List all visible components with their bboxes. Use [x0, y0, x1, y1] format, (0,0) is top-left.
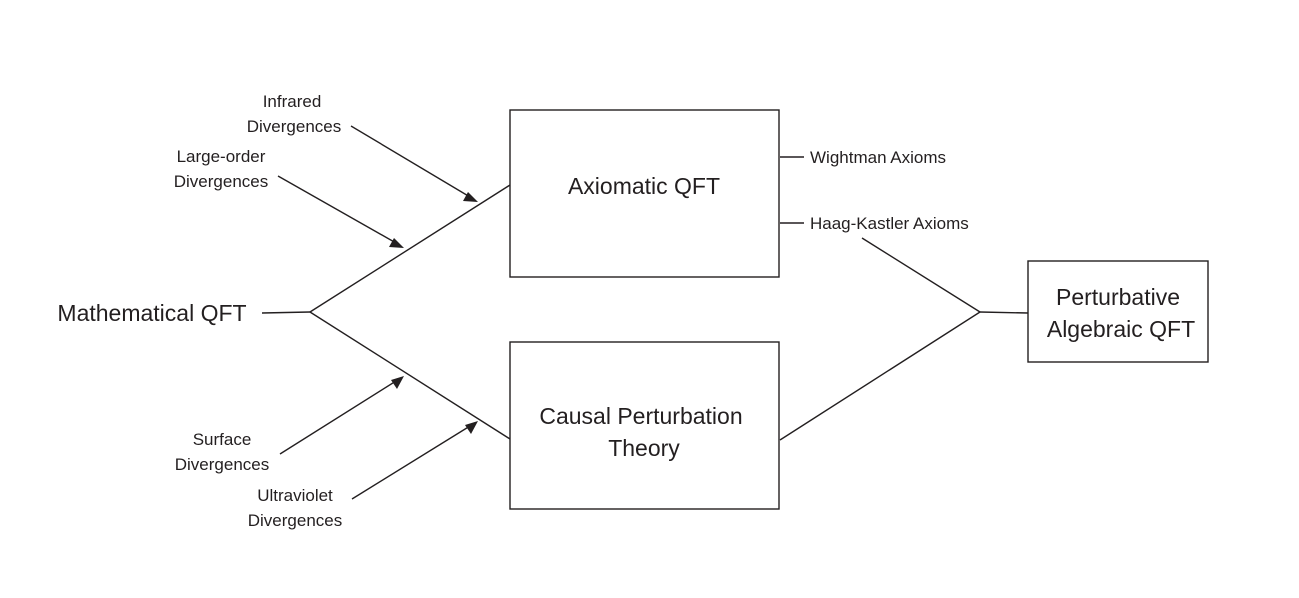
ultraviolet-arrowhead: [465, 421, 478, 434]
branch-to-axiomatic-line: [309, 184, 511, 313]
causal-perturbation-label-line1: Causal Perturbation: [539, 403, 742, 429]
root-label: Mathematical QFT: [57, 300, 246, 326]
causal-to-merge-line: [779, 311, 981, 441]
causal-perturbation-label-line2: Theory: [608, 435, 680, 461]
ultraviolet-label-line2: Divergences: [248, 511, 343, 530]
paqft-label-line2: Algebraic QFT: [1047, 316, 1195, 342]
large-order-label-line1: Large-order: [177, 147, 266, 166]
infrared-arrowhead: [463, 192, 478, 202]
haag-kastler-to-merge-line: [861, 237, 981, 313]
paqft-label-line1: Perturbative: [1056, 284, 1180, 310]
large-order-arrowhead: [389, 238, 404, 248]
surface-arrowhead: [391, 376, 404, 389]
haag-kastler-axioms-label: Haag-Kastler Axioms: [810, 214, 969, 233]
root-stub-line: [261, 311, 311, 314]
large-order-label-line2: Divergences: [174, 172, 269, 191]
wightman-axioms-label: Wightman Axioms: [810, 148, 946, 167]
axiomatic-qft-box: [509, 109, 780, 278]
surface-arrow-line: [279, 380, 397, 455]
causal-perturbation-box: [509, 341, 780, 510]
infrared-arrow-line: [350, 125, 471, 198]
ultraviolet-label-line1: Ultraviolet: [257, 486, 333, 505]
merge-to-paqft-line: [979, 311, 1029, 314]
infrared-label-line1: Infrared: [263, 92, 322, 111]
ultraviolet-arrow-line: [351, 425, 471, 500]
large-order-arrow-line: [277, 175, 397, 244]
surface-label-line1: Surface: [193, 430, 252, 449]
surface-label-line2: Divergences: [175, 455, 270, 474]
axiomatic-qft-label: Axiomatic QFT: [568, 173, 720, 199]
paqft-box: [1027, 260, 1209, 363]
infrared-label-line2: Divergences: [247, 117, 342, 136]
branch-to-causal-line: [309, 311, 511, 440]
